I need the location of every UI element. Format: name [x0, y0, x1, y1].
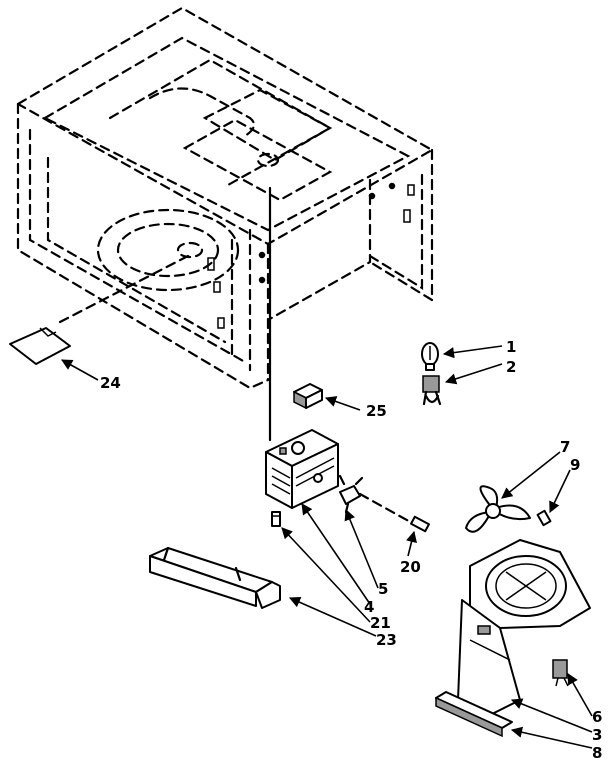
- part-5-clip: [338, 474, 364, 514]
- fan-shroud: [469, 539, 591, 629]
- callout-21: 21: [370, 614, 391, 632]
- part-6-thermal-switch: [552, 659, 569, 687]
- callout-25: 25: [366, 402, 387, 420]
- part-2-lamp-socket: [422, 375, 442, 406]
- part-20-screw: [410, 515, 430, 533]
- callout-5: 5: [378, 580, 388, 598]
- screw-20-leader: [358, 492, 416, 526]
- callout-labels: 1 2 25 24 7 9 20 5 4 21 23 6 3 8: [100, 338, 602, 762]
- part-4-magnetron: [265, 429, 339, 509]
- callout-6: 6: [592, 708, 602, 726]
- callout-20: 20: [400, 558, 421, 576]
- callout-3: 3: [592, 726, 602, 744]
- cavity-frame: [16, 6, 435, 390]
- callout-arrows: [61, 345, 593, 749]
- callout-8: 8: [592, 744, 602, 762]
- part-9-screw: [536, 509, 552, 527]
- part-23-bracket: [149, 546, 281, 609]
- callout-2: 2: [506, 358, 516, 376]
- callout-4: 4: [364, 598, 374, 616]
- callout-23: 23: [376, 631, 397, 649]
- callout-24: 24: [100, 374, 121, 392]
- part-1-lamp: [421, 342, 439, 371]
- part-25-block: [293, 383, 323, 410]
- part-8-strip: [435, 691, 513, 738]
- part-21-screw: [271, 511, 281, 527]
- part-24-cover: [9, 327, 71, 365]
- callout-9: 9: [570, 456, 580, 474]
- callout-7: 7: [560, 438, 570, 456]
- part-3-duct: [457, 599, 521, 719]
- part-7-fan-blade: [465, 485, 531, 533]
- callout-1: 1: [506, 338, 516, 356]
